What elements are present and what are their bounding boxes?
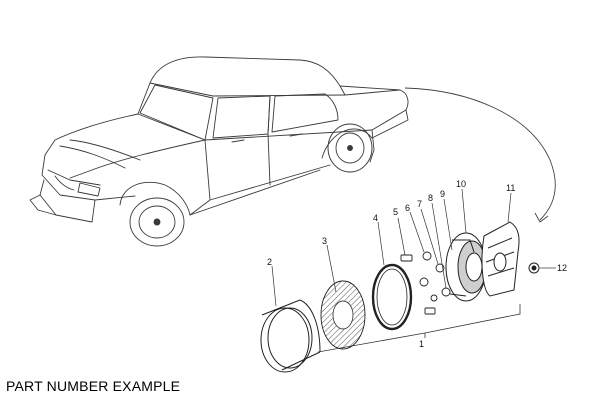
leader-lines bbox=[271, 188, 556, 307]
pointer-arrow bbox=[404, 87, 556, 223]
caption-text: PART NUMBER EXAMPLE bbox=[6, 378, 181, 394]
part-11-headlight-housing bbox=[481, 221, 520, 297]
part-12-nut bbox=[528, 262, 540, 274]
assembly-bracket bbox=[317, 304, 521, 353]
callout-1: 1 bbox=[419, 339, 424, 349]
part-4-seal-ring bbox=[371, 263, 413, 331]
callout-12: 12 bbox=[557, 263, 567, 273]
callout-11: 11 bbox=[506, 183, 515, 193]
part-3-headlight-lens bbox=[320, 280, 366, 350]
callout-10: 10 bbox=[456, 179, 466, 189]
callout-6: 6 bbox=[405, 203, 410, 213]
callout-9: 9 bbox=[440, 189, 445, 199]
callout-2: 2 bbox=[267, 257, 272, 267]
part-5-screw bbox=[400, 254, 436, 315]
callout-labels: 1 2 3 4 5 6 7 8 9 10 11 12 bbox=[267, 179, 567, 349]
callout-3: 3 bbox=[322, 236, 327, 246]
car-illustration bbox=[29, 56, 409, 247]
callout-8: 8 bbox=[428, 193, 433, 203]
callout-7: 7 bbox=[417, 199, 422, 209]
part-10-headlight-bowl bbox=[445, 232, 487, 302]
part-2-headlight-trim-ring bbox=[260, 299, 321, 373]
callout-5: 5 bbox=[393, 207, 398, 217]
callout-4: 4 bbox=[373, 213, 378, 223]
